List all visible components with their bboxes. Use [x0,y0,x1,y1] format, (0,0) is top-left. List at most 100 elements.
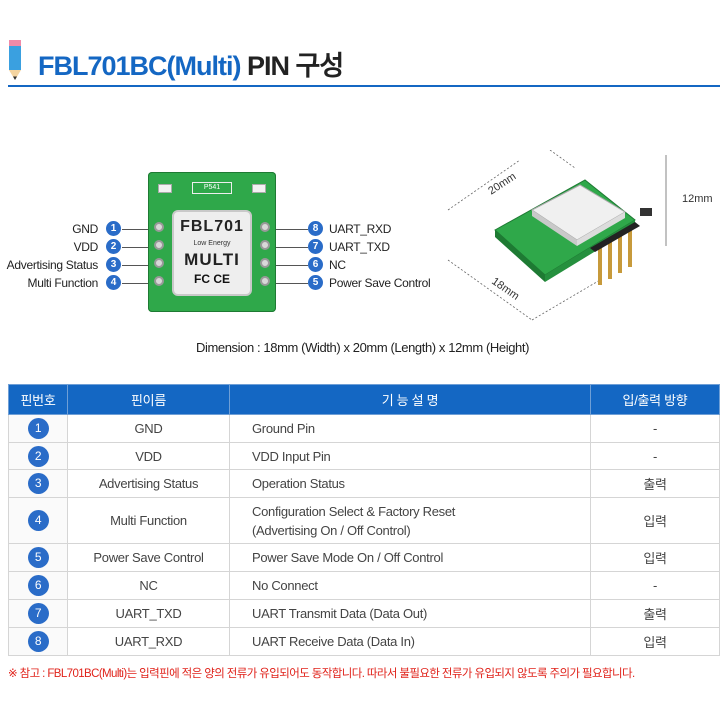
pin-number-5: 5 [308,275,323,290]
pin-number-2: 2 [106,239,121,254]
pin-number-3: 3 [106,257,121,272]
dimension-height-label: 12mm [682,193,713,205]
title-rest: PIN 구성 [247,51,344,81]
pin-name-cell: Power Save Control [67,543,230,572]
table-header-row: 핀번호 핀이름 기 능 설 명 입/출력 방향 [8,384,720,415]
board-silkscreen: P541 [192,182,232,194]
direction-cell: 출력 [590,599,720,628]
pin-number-1: 1 [106,221,121,236]
table-row: 8 UART_RXD UART Receive Data (Data In) 입… [8,627,720,656]
pin-leader-line [122,229,152,230]
module-subtitle-text: Low Energy [193,240,231,247]
col-header-pin-name: 핀이름 [67,384,230,415]
pin-number-badge: 2 [27,445,49,467]
table-row: 4 Multi Function Configuration Select & … [8,497,720,544]
pin-name-cell: UART_TXD [67,599,230,628]
right-pin-pads [260,222,270,294]
module-variant-text: MULTI [184,250,240,269]
pin-leader-line [122,283,152,284]
pin-number-badge: 1 [27,418,49,439]
pin-number-cell: 8 [8,627,68,656]
table-row: 2 VDD VDD Input Pin - [8,442,720,470]
pin-number-badge: 5 [27,547,49,568]
pin-table: 핀번호 핀이름 기 능 설 명 입/출력 방향 1 GND Ground Pin… [8,384,720,656]
pin-label-power-save-control: Power Save Control [329,276,431,290]
direction-cell: 입력 [590,497,720,544]
pin-name-cell: Advertising Status [67,469,230,498]
description-line: (Advertising On / Off Control) [252,522,411,538]
pin-label-nc: NC [329,258,346,272]
pin-leader-line [276,283,308,284]
title-model: FBL701BC(Multi) [38,51,241,81]
header-divider [8,85,720,87]
pin-number-badge: 8 [27,631,49,652]
table-row: 5 Power Save Control Power Save Mode On … [8,543,720,572]
pin-number-8: 8 [308,221,323,236]
description-cell: UART Transmit Data (Data Out) [229,599,591,628]
description-cell: Ground Pin [229,414,591,443]
dimension-caption: Dimension : 18mm (Width) x 20mm (Length)… [195,340,530,355]
pin-label-uart-rxd: UART_RXD [329,222,392,236]
pin-name-cell: GND [67,414,230,443]
pin-name-cell: VDD [67,442,230,470]
direction-cell: - [590,442,720,470]
pin-name-cell: Multi Function [67,497,230,544]
pin-number-cell: 7 [8,599,68,628]
left-pin-pads [154,222,164,294]
pin-pad [260,222,270,232]
table-row: 3 Advertising Status Operation Status 출력 [8,469,720,498]
description-cell: No Connect [229,571,591,600]
pin-pad [154,240,164,250]
pin-number-badge: 4 [27,510,49,531]
pin-number-badge: 3 [27,473,49,494]
pin-leader-line [122,265,152,266]
pin-number-cell: 4 [8,497,68,544]
pencil-icon [9,40,21,80]
pin-leader-line [276,247,308,248]
direction-cell: - [590,414,720,443]
pin-name-cell: UART_RXD [67,627,230,656]
table-row: 6 NC No Connect - [8,571,720,600]
pin-number-cell: 2 [8,442,68,470]
pin-number-4: 4 [106,275,121,290]
pin-number-badge: 6 [27,575,49,596]
col-header-description: 기 능 설 명 [229,384,591,415]
description-cell: VDD Input Pin [229,442,591,470]
direction-cell: 출력 [590,469,720,498]
module-front-view: P541 FBL701 Low Energy MULTI FC CE [148,172,276,312]
pin-label-multi-function: Multi Function [27,276,99,290]
pin-leader-line [122,247,152,248]
antenna-connector [158,184,172,193]
description-cell: Configuration Select & Factory Reset (Ad… [229,497,591,544]
certification-marks: FC CE [194,272,230,286]
table-row: 7 UART_TXD UART Transmit Data (Data Out)… [8,599,720,628]
pin-pad [260,258,270,268]
description-cell: Power Save Mode On / Off Control [229,543,591,572]
module-model-text: FBL701 [180,218,244,235]
pin-pad [260,276,270,286]
pin-name-cell: NC [67,571,230,600]
pin-number-cell: 6 [8,571,68,600]
pin-number-7: 7 [308,239,323,254]
col-header-pin-number: 핀번호 [8,384,68,415]
pin-label-vdd: VDD [73,240,99,254]
pin-pad [154,222,164,232]
col-header-direction: 입/출력 방향 [590,384,720,415]
caution-note: ※ 참고 : FBL701BC(Multi)는 입력핀에 적은 양의 전류가 유… [8,668,635,680]
pin-label-advertising-status: Advertising Status [6,258,99,272]
module-isometric-view [447,150,667,321]
pin-pad [154,276,164,286]
description-cell: Operation Status [229,469,591,498]
pin-number-cell: 1 [8,414,68,443]
pin-label-gnd: GND [72,222,98,236]
connector [252,184,266,193]
pin-leader-line [276,229,308,230]
direction-cell: - [590,571,720,600]
page-header: FBL701BC(Multi) PIN 구성 [0,0,725,90]
pin-leader-line [276,265,308,266]
direction-cell: 입력 [590,543,720,572]
description-cell: UART Receive Data (Data In) [229,627,591,656]
pin-number-6: 6 [308,257,323,272]
pin-pad [260,240,270,250]
table-row: 1 GND Ground Pin - [8,414,720,443]
